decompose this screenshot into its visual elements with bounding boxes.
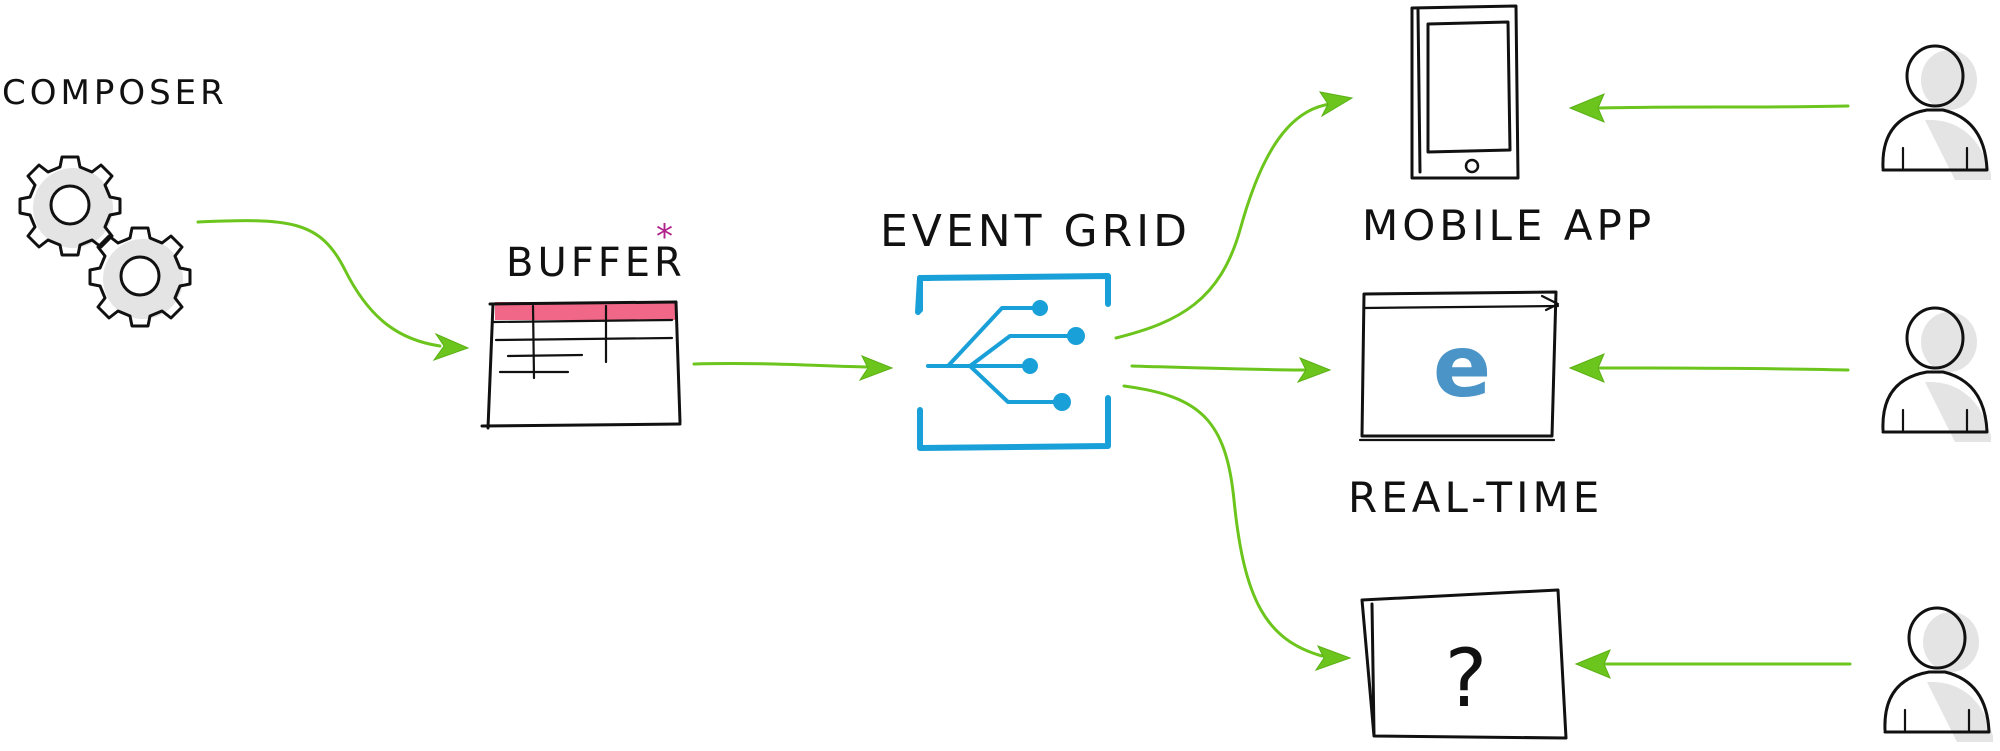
composer-label: COMPOSER — [2, 73, 228, 113]
event-grid-icon — [915, 273, 1111, 451]
arrow-event-grid-to-real-time — [1130, 357, 1332, 384]
arrow-user-to-real-time — [1568, 353, 1850, 383]
user-icon — [1881, 306, 1991, 442]
buffer-label: BUFFER — [506, 240, 686, 286]
event-grid-label: EVENT GRID — [880, 206, 1191, 257]
real-time-label: REAL-TIME — [1348, 473, 1603, 522]
question-box-icon: ? — [1360, 588, 1568, 740]
gears-icon — [18, 155, 192, 328]
arrow-user-to-mobile-app — [1568, 93, 1850, 123]
arrow-event-grid-to-unknown-client — [1122, 384, 1352, 671]
buffer-mark: * — [656, 217, 673, 257]
browser-logo: e — [1433, 317, 1491, 417]
arrow-buffer-to-event-grid — [692, 355, 894, 382]
table-icon — [480, 300, 682, 430]
user-icon — [1881, 44, 1991, 180]
browser-window-icon: e — [1358, 290, 1560, 442]
arrow-composer-to-buffer — [196, 219, 470, 361]
phone-icon — [1410, 4, 1520, 180]
arrow-event-grid-to-mobile-app — [1114, 91, 1354, 340]
unknown-client-label: ? — [1445, 632, 1487, 725]
arrow-user-to-unknown-client — [1574, 649, 1852, 679]
mobile-app-label: MOBILE APP — [1362, 201, 1655, 250]
user-icon — [1883, 606, 1993, 742]
